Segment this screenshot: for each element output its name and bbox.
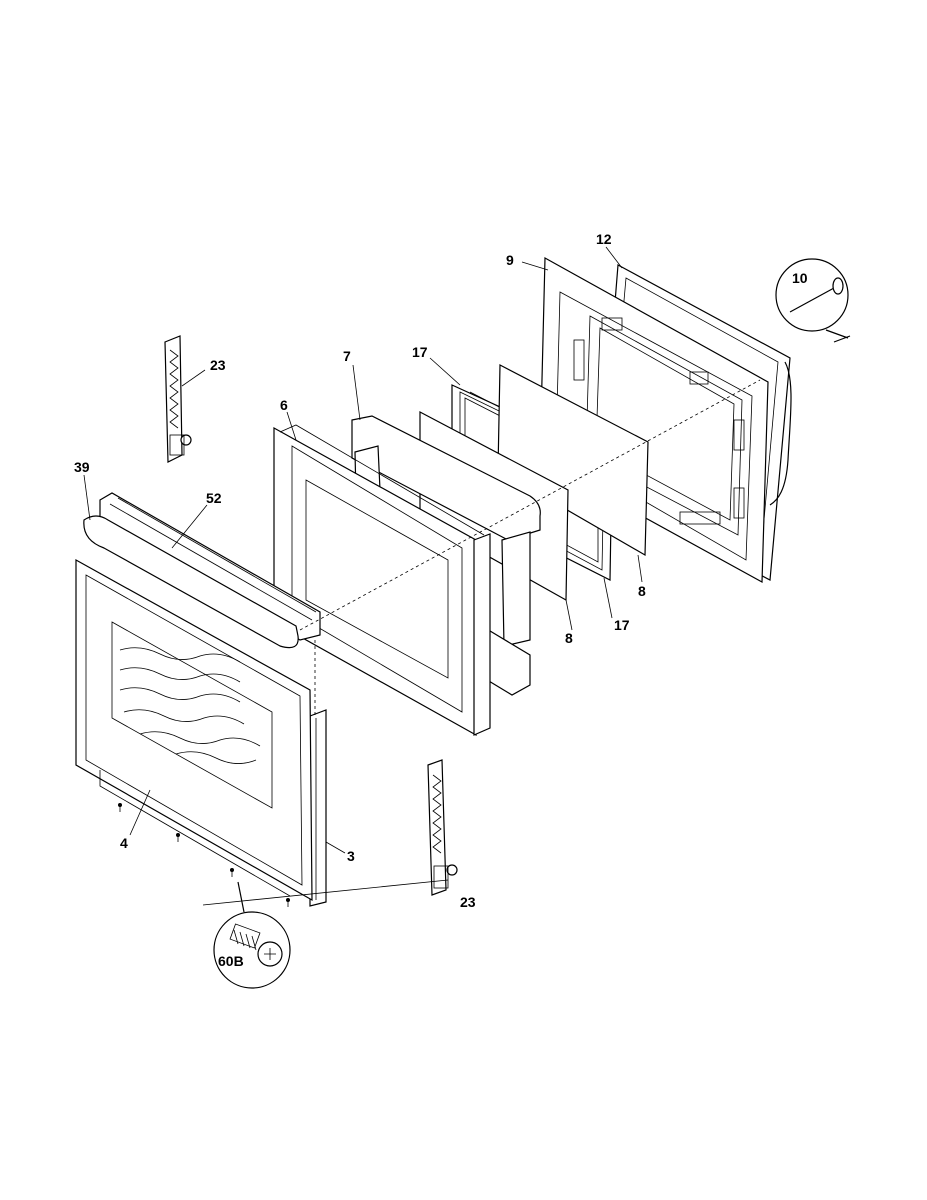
callout-4: 4 bbox=[120, 835, 128, 851]
screw-detail-10 bbox=[775, 258, 851, 343]
door-frame bbox=[273, 424, 491, 737]
callout-23-lower: 23 bbox=[460, 894, 476, 910]
screw-detail-60b bbox=[213, 881, 291, 989]
leader-lines bbox=[83, 246, 643, 906]
callout-8-upper: 8 bbox=[638, 583, 646, 599]
door-hinge-upper bbox=[164, 335, 192, 463]
callout-7: 7 bbox=[343, 348, 351, 364]
callout-3: 3 bbox=[347, 848, 355, 864]
callout-17-upper: 17 bbox=[412, 344, 428, 360]
callout-60b: 60B bbox=[218, 953, 244, 969]
callout-17-lower: 17 bbox=[614, 617, 630, 633]
callout-6: 6 bbox=[280, 397, 288, 413]
callout-23-upper: 23 bbox=[210, 357, 226, 373]
outer-door-panel bbox=[75, 558, 313, 902]
door-screws bbox=[118, 803, 290, 907]
callout-52: 52 bbox=[206, 490, 222, 506]
glass-rear bbox=[497, 364, 649, 557]
callout-9: 9 bbox=[506, 252, 514, 268]
door-side-trim bbox=[309, 709, 327, 907]
callout-39: 39 bbox=[74, 459, 90, 475]
door-handle bbox=[83, 515, 299, 649]
callout-8-lower: 8 bbox=[565, 630, 573, 646]
door-hinge-lower bbox=[427, 759, 458, 896]
callout-10: 10 bbox=[792, 270, 808, 286]
handle-trim bbox=[99, 492, 321, 641]
callout-12: 12 bbox=[596, 231, 612, 247]
